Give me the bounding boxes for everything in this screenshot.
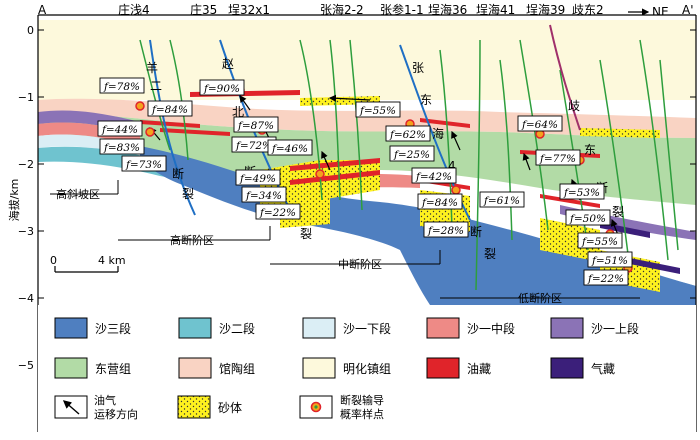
probability-label-text: f=44% xyxy=(101,124,138,136)
probability-label-text: f=77% xyxy=(539,153,576,165)
probability-label: f=46% xyxy=(268,140,312,155)
fault-label-zhangdong-1: 张 xyxy=(412,61,424,75)
legend-label: 馆陶组 xyxy=(219,361,255,376)
probability-label-text: f=83% xyxy=(103,142,140,154)
probability-label-text: f=84% xyxy=(421,197,458,209)
probability-label-text: f=22% xyxy=(259,207,296,219)
scale-end: 4 km xyxy=(98,254,126,267)
zone-low-step: 低断阶区 xyxy=(518,291,562,305)
fault-label-zhanghai-3: 断 xyxy=(470,224,482,239)
probability-label-text: f=87% xyxy=(237,120,274,132)
probability-label: f=49% xyxy=(236,170,280,185)
zone-mid-step: 中断阶区 xyxy=(338,257,382,271)
y-tick-label: −1 xyxy=(18,91,34,104)
fault-label-zhao-4: 裂 xyxy=(300,227,312,241)
fault-label-zhao-1: 赵 xyxy=(222,57,234,71)
legend-label: 气藏 xyxy=(591,361,615,376)
probability-label-text: f=64% xyxy=(521,119,558,131)
legend-label: 沙一下段 xyxy=(343,321,391,336)
probability-label: f=28% xyxy=(424,222,468,237)
legend-arrow-label-2: 运移方向 xyxy=(94,407,138,421)
y-tick-label: −2 xyxy=(18,158,34,171)
legend-label: 明化镇组 xyxy=(343,362,391,376)
legend-sample-label-1: 断裂输导 xyxy=(340,393,384,407)
probability-label-text: f=72% xyxy=(235,140,272,152)
probability-label: f=51% xyxy=(588,252,632,267)
probability-label: f=55% xyxy=(356,102,400,117)
probability-label-text: f=51% xyxy=(591,255,628,267)
probability-label-text: f=28% xyxy=(427,225,464,237)
fault-label-qidong-2: 东 xyxy=(584,143,596,157)
probability-label-text: f=25% xyxy=(393,149,430,161)
probability-label-text: f=22% xyxy=(587,273,624,285)
probability-label: f=90% xyxy=(200,80,244,95)
probability-label: f=62% xyxy=(386,126,430,141)
probability-label: f=55% xyxy=(578,233,622,248)
probability-label: f=44% xyxy=(98,121,142,136)
probability-label: f=25% xyxy=(390,146,434,161)
legend-label: 油藏 xyxy=(467,362,491,376)
fault-label-qidong-4: 裂 xyxy=(612,205,624,219)
zone-high-step: 高断阶区 xyxy=(170,233,214,247)
fault-label-zhangdong-2: 东 xyxy=(420,93,432,107)
legend-label: 沙二段 xyxy=(219,321,255,336)
probability-label-text: f=49% xyxy=(239,173,276,185)
probability-label-text: f=73% xyxy=(125,159,162,171)
probability-label-text: f=46% xyxy=(271,143,308,155)
y-tick-label: 0 xyxy=(27,24,34,37)
fault-label-yang-2: 二 xyxy=(150,79,162,93)
legend-label: 沙一中段 xyxy=(467,321,515,336)
probability-label: f=87% xyxy=(234,117,278,132)
probability-label: f=84% xyxy=(418,194,462,209)
probability-label: f=73% xyxy=(122,156,166,171)
y-axis-label: 海拔/km xyxy=(7,179,21,222)
probability-label: f=22% xyxy=(256,204,300,219)
fault-label-qidong-1: 歧 xyxy=(568,99,580,113)
probability-label-text: f=42% xyxy=(415,171,452,183)
probability-label-text: f=90% xyxy=(203,83,240,95)
scale-start: 0 xyxy=(50,254,57,267)
y-tick-label: −4 xyxy=(18,292,34,305)
probability-label: f=34% xyxy=(242,187,286,202)
probability-label: f=22% xyxy=(584,270,628,285)
fault-label-yang-4: 裂 xyxy=(182,187,194,201)
y-tick-label: −5 xyxy=(18,359,34,372)
probability-label-text: f=55% xyxy=(359,105,396,117)
probability-label-text: f=53% xyxy=(563,187,600,199)
zone-slope: 高斜坡区 xyxy=(56,187,100,201)
probability-label-text: f=78% xyxy=(103,81,140,93)
legend-sample-label-2: 概率样点 xyxy=(340,407,384,421)
probability-label-text: f=62% xyxy=(389,129,426,141)
fault-label-zhanghai-4: 裂 xyxy=(484,247,496,261)
probability-label-text: f=50% xyxy=(569,213,606,225)
probability-label: f=77% xyxy=(536,150,580,165)
probability-label: f=61% xyxy=(480,192,524,207)
legend-label: 沙三段 xyxy=(95,321,131,336)
probability-label: f=53% xyxy=(560,184,604,199)
probability-label: f=83% xyxy=(100,139,144,154)
probability-label: f=78% xyxy=(100,78,144,93)
probability-label-text: f=61% xyxy=(483,195,520,207)
fault-label-zhanghai-1: 海 xyxy=(432,126,444,141)
legend-sand-label: 砂体 xyxy=(218,401,242,415)
legend-arrow-label-1: 油气 xyxy=(94,393,116,407)
fault-label-yang-3: 断 xyxy=(172,166,184,181)
legend: 沙三段 沙二段 沙一下段 沙一中段 沙一上段 东营组 馆陶组 明化镇组 油藏 气藏 油气 运移方… xyxy=(38,305,696,432)
legend-label: 沙一上段 xyxy=(591,321,639,336)
probability-label: f=64% xyxy=(518,116,562,131)
probability-label: f=50% xyxy=(566,210,610,225)
y-tick-label: −3 xyxy=(18,225,34,238)
probability-label-text: f=55% xyxy=(581,236,618,248)
probability-label-text: f=84% xyxy=(151,104,188,116)
probability-label-text: f=34% xyxy=(245,190,282,202)
legend-label: 东营组 xyxy=(95,362,131,376)
probability-label: f=42% xyxy=(412,168,456,183)
probability-label: f=84% xyxy=(148,101,192,116)
fault-label-yang-1: 羊 xyxy=(146,60,158,75)
